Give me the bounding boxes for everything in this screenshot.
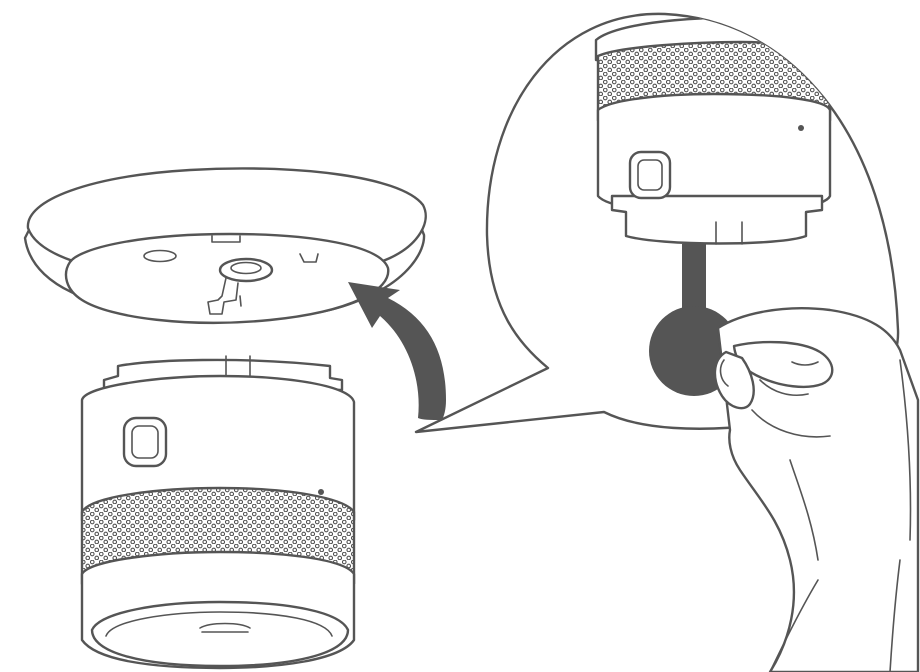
hand <box>713 307 920 672</box>
curved-arrow <box>348 282 446 420</box>
mounting-base <box>23 167 427 324</box>
smoke-detector <box>80 355 356 670</box>
